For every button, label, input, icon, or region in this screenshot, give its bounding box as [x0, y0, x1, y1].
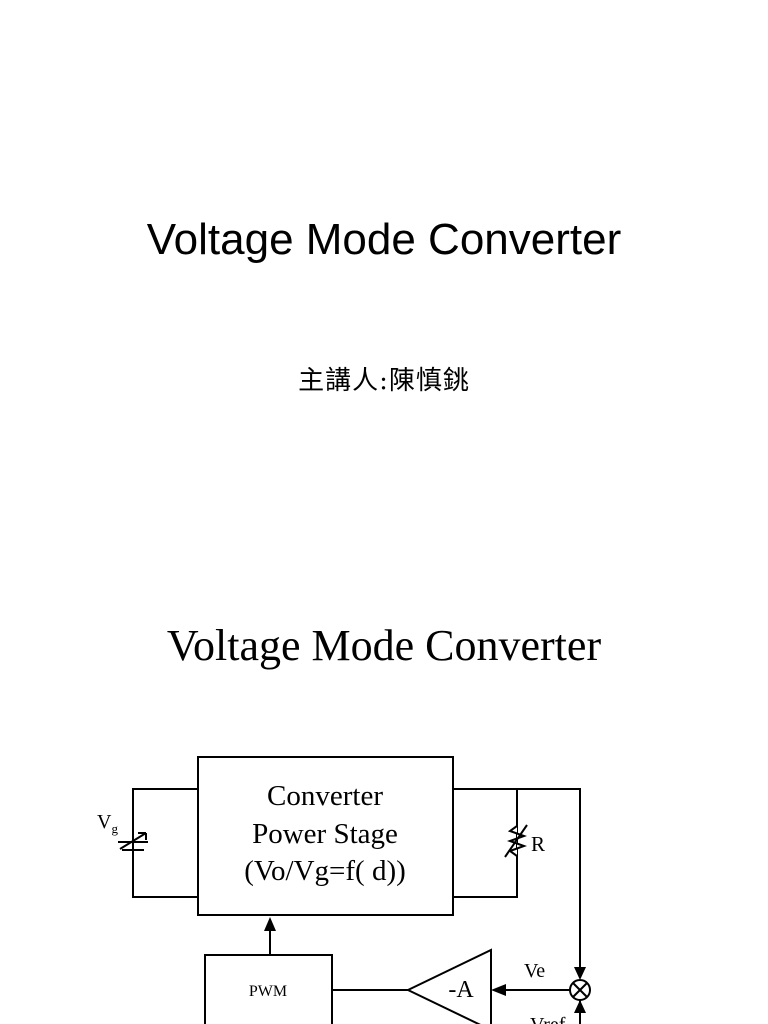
variable-source-arrowhead — [138, 832, 147, 840]
reference-label: Vref — [530, 1014, 566, 1024]
output-wire-top — [453, 788, 581, 976]
summing-junction-cross2 — [572, 982, 588, 998]
converter-block — [197, 756, 454, 916]
load-label: R — [531, 832, 545, 856]
slide1-title: Voltage Mode Converter — [146, 215, 622, 264]
error-signal-arrowhead — [491, 984, 506, 996]
converter-label-line3: (Vo/Vg=f( d)) — [244, 855, 406, 887]
pwm-to-converter-arrowhead — [264, 917, 276, 931]
source-label: Vg — [97, 811, 118, 836]
reference-arrowhead — [574, 1000, 586, 1013]
load-resistor-arrow — [504, 824, 528, 858]
amplifier-label: -A — [448, 977, 474, 1003]
slide2-title: Voltage Mode Converter — [166, 621, 602, 670]
converter-label-line1: Converter — [267, 780, 383, 812]
output-wire-bottom — [453, 789, 518, 898]
converter-label-line2: Power Stage — [252, 818, 398, 850]
presenter-name: 主講人:陳慎銚 — [298, 366, 470, 396]
pwm-label: PWM — [249, 983, 287, 1000]
feedback-arrowhead — [574, 967, 586, 980]
pwm-block — [204, 954, 333, 1024]
error-label: Ve — [524, 960, 545, 982]
